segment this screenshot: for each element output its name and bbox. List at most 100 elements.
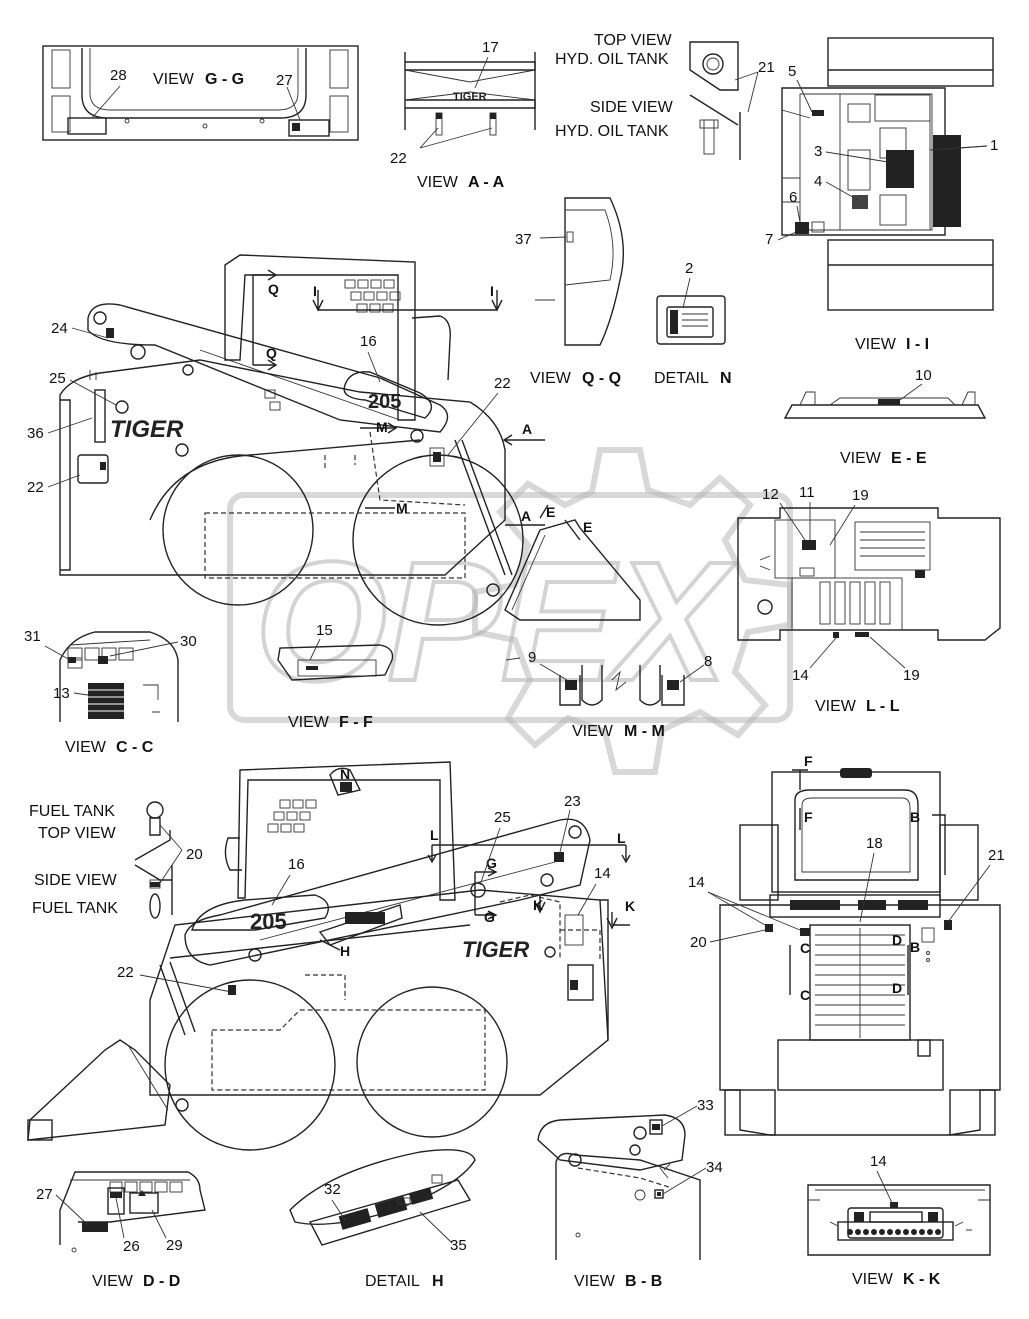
callout-11: 11	[799, 484, 815, 501]
section-c-top: C	[800, 940, 810, 956]
view-q-q: 37 VIEW Q - Q	[515, 197, 624, 387]
callout-3: 3	[814, 143, 822, 160]
view-b-b: 33 34 VIEW B - B	[537, 1097, 723, 1290]
note-hyd-side-2: HYD. OIL TANK	[555, 123, 669, 140]
callout-7: 7	[765, 231, 773, 248]
caption-view-e-e: E - E	[891, 450, 927, 467]
view-a-a: TIGER 17 22 VIEW A - A	[390, 39, 536, 191]
caption-view-a-a-prefix: VIEW	[417, 174, 459, 191]
note-fuel-side-1: SIDE VIEW	[34, 872, 118, 889]
section-b-top: B	[910, 809, 920, 825]
section-g-bottom: G	[484, 909, 495, 925]
caption-view-g-g-prefix: VIEW	[153, 71, 195, 88]
section-l-right: L	[617, 830, 626, 846]
callout-4: 4	[814, 173, 822, 190]
note-hyd-side-1: SIDE VIEW	[590, 99, 674, 116]
note-hyd-top-1: TOP VIEW	[594, 32, 673, 49]
view-e-e: 10 VIEW E - E	[783, 367, 987, 467]
view-k-k: 14 VIEW K - K	[807, 1153, 991, 1288]
section-f-bottom: F	[804, 809, 813, 825]
section-i-left: I	[313, 283, 317, 299]
view-d-d: 27 26 29 VIEW D - D	[36, 1171, 206, 1290]
callout-8: 8	[704, 653, 712, 670]
section-k-right: K	[625, 898, 635, 914]
caption-view-i-i: I - I	[906, 336, 929, 353]
callout-34: 34	[706, 1159, 723, 1176]
model-decal-lower: 205	[250, 909, 287, 934]
caption-view-a-a: A - A	[468, 174, 505, 191]
fuel-tank-views: FUEL TANK TOP VIEW SIDE VIEW FUEL TANK 2…	[29, 801, 203, 919]
callout-1: 1	[990, 137, 998, 154]
callout-16: 16	[288, 856, 305, 873]
section-m-bottom: M	[396, 500, 408, 516]
callout-2: 2	[685, 260, 693, 277]
callout-20: 20	[690, 934, 707, 951]
caption-view-k-k: K - K	[903, 1271, 941, 1288]
note-hyd-top-2: HYD. OIL TANK	[555, 51, 669, 68]
callout-28: 28	[110, 67, 127, 84]
section-f-top: F	[804, 753, 813, 769]
callout-9: 9	[528, 649, 536, 666]
callout-35: 35	[450, 1237, 467, 1254]
callout-22: 22	[27, 479, 44, 496]
caption-view-c-c: C - C	[116, 739, 154, 756]
callout-17: 17	[482, 39, 499, 56]
callout-25: 25	[49, 370, 66, 387]
callout-37: 37	[515, 231, 532, 248]
model-decal-upper: 205	[368, 391, 401, 413]
section-e-bottom: E	[583, 519, 592, 535]
note-fuel-side-2: FUEL TANK	[32, 900, 118, 917]
callout-24: 24	[51, 320, 68, 337]
caption-view-b-b-prefix: VIEW	[574, 1273, 616, 1290]
callout-13: 13	[53, 685, 70, 702]
callout-36: 36	[27, 425, 44, 442]
callout-27: 27	[276, 72, 293, 89]
callout-16: 16	[360, 333, 377, 350]
caption-view-g-g: G - G	[205, 71, 244, 88]
callout-19: 19	[852, 487, 869, 504]
callout-20: 20	[186, 846, 203, 863]
caption-view-q-q-prefix: VIEW	[530, 370, 572, 387]
caption-view-d-d: D - D	[143, 1273, 180, 1290]
section-g-top: G	[486, 855, 497, 871]
section-c-bottom: C	[800, 987, 810, 1003]
callout-14: 14	[870, 1153, 887, 1170]
section-n: N	[340, 766, 350, 782]
callout-22: 22	[494, 375, 511, 392]
caption-view-e-e-prefix: VIEW	[840, 450, 882, 467]
section-a-bottom: A	[521, 508, 531, 524]
callout-27: 27	[36, 1186, 53, 1203]
caption-view-l-l-prefix: VIEW	[815, 698, 857, 715]
section-d-bottom: D	[892, 980, 902, 996]
caption-view-q-q: Q - Q	[582, 370, 621, 387]
callout-29: 29	[166, 1237, 183, 1254]
callout-14: 14	[594, 865, 611, 882]
callout-10: 10	[915, 367, 932, 384]
section-q-bottom: Q	[266, 345, 277, 361]
caption-view-c-c-prefix: VIEW	[65, 739, 107, 756]
callout-31: 31	[24, 628, 41, 645]
callout-19: 19	[903, 667, 920, 684]
view-m-m: 9 8 VIEW M - M	[505, 649, 712, 740]
caption-view-k-k-prefix: VIEW	[852, 1271, 894, 1288]
callout-18: 18	[866, 835, 883, 852]
section-m-top: M	[376, 419, 388, 435]
callout-26: 26	[123, 1238, 140, 1255]
lower-machine-side-view: 205 TIGER L L G G K K H	[27, 761, 635, 1151]
callout-22: 22	[117, 964, 134, 981]
watermark: OPEX	[227, 447, 793, 775]
upper-machine-side-view: TIGER 205 Q Q I I M M A A	[27, 254, 641, 626]
caption-view-l-l: L - L	[866, 698, 900, 715]
callout-25: 25	[494, 809, 511, 826]
callout-33: 33	[697, 1097, 714, 1114]
callout-21: 21	[988, 847, 1005, 864]
caption-view-m-m-prefix: VIEW	[572, 723, 614, 740]
section-l-left: L	[430, 827, 439, 843]
section-k-left: K	[533, 897, 543, 913]
caption-view-i-i-prefix: VIEW	[855, 336, 897, 353]
brand-decal-small: TIGER	[453, 91, 487, 103]
caption-view-m-m: M - M	[624, 723, 665, 740]
detail-h: 32 35 DETAIL H	[289, 1149, 476, 1290]
callout-21-hyd: 21	[758, 59, 775, 76]
